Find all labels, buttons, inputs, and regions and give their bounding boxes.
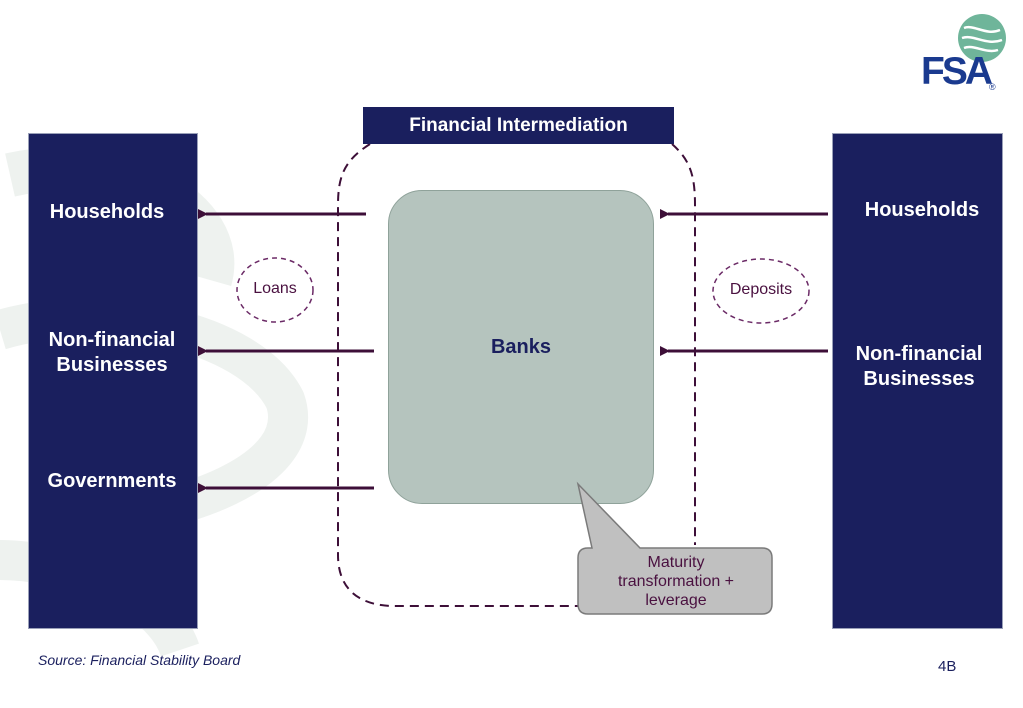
maturity-callout-text: Maturity transformation + leverage — [582, 553, 770, 610]
right-nonfinancial-label: Non-financial Businesses — [832, 342, 1006, 392]
loans-label: Loans — [253, 280, 297, 297]
banks-label: Banks — [490, 336, 552, 358]
callout-line2: transformation + — [617, 573, 735, 590]
loans-oval — [236, 257, 314, 323]
banks-box — [388, 190, 654, 504]
left-nonfinancial-line2: Businesses — [56, 354, 168, 376]
left-governments-label: Governments — [47, 470, 177, 492]
left-nonfinancial-label: Non-financial Businesses — [28, 328, 196, 378]
right-nonfinancial-line2: Businesses — [863, 368, 975, 390]
left-sector-column — [28, 133, 198, 629]
callout-line1: Maturity — [647, 554, 705, 571]
financial-intermediation-title: Financial Intermediation — [363, 107, 674, 144]
right-nonfinancial-line1: Non-financial — [855, 343, 983, 365]
left-nonfinancial-line1: Non-financial — [48, 329, 176, 351]
right-households-label: Households — [864, 199, 980, 221]
deposits-oval — [712, 258, 810, 324]
fsa-logo-text: FSA — [921, 50, 993, 93]
source-note: Source: Financial Stability Board — [38, 652, 241, 668]
intermediation-boundary — [337, 143, 696, 607]
fsa-registered-mark: ® — [989, 82, 996, 92]
left-households-label: Households — [49, 201, 165, 223]
deposits-label: Deposits — [729, 281, 793, 298]
page-number: 4B — [938, 658, 957, 675]
callout-line3: leverage — [645, 592, 707, 609]
fsa-logo-icon — [958, 14, 1006, 62]
right-sector-column — [832, 133, 1003, 629]
